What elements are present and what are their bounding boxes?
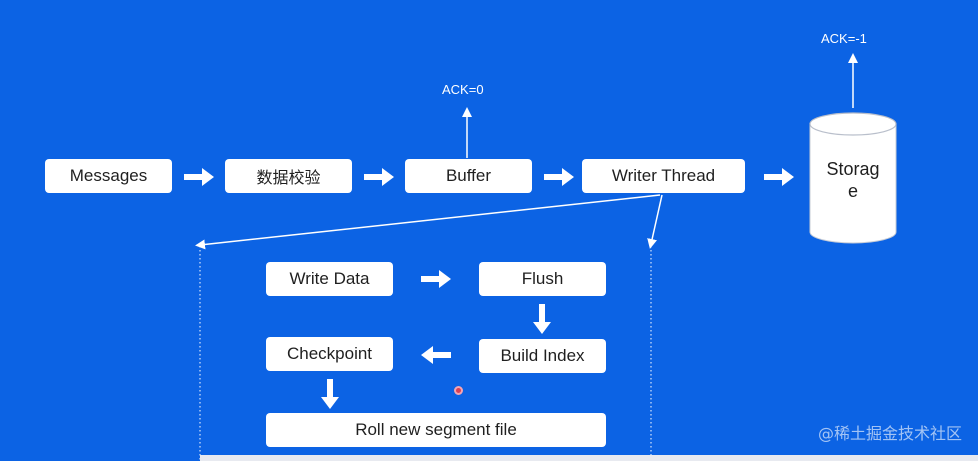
write-data-label: Write Data	[289, 269, 370, 288]
storage-cylinder	[809, 112, 897, 244]
storage-label: Storag e	[810, 158, 896, 202]
storage-label-line2: e	[847, 181, 858, 201]
roll-segment-label: Roll new segment file	[355, 420, 517, 439]
buffer-label: Buffer	[445, 166, 492, 185]
build-index-label: Build Index	[500, 346, 585, 365]
arrow-buildindex-to-checkpoint	[421, 346, 451, 364]
ack-buffer-label: ACK=0	[442, 82, 484, 97]
ack-storage-label: ACK=-1	[821, 31, 867, 46]
write-data-node: Write Data	[266, 262, 393, 296]
expand-line-right	[647, 194, 663, 249]
messages-label: Messages	[69, 166, 148, 185]
validation-label: 数据校验	[256, 168, 321, 187]
bottom-strip	[200, 455, 978, 461]
arrow-buffer-to-writer	[544, 168, 574, 186]
roll-segment-node: Roll new segment file	[266, 413, 606, 447]
expand-line-left	[195, 194, 661, 250]
writer-thread-label: Writer Thread	[611, 166, 716, 185]
messages-node: Messages	[45, 159, 172, 193]
checkpoint-label: Checkpoint	[286, 344, 373, 363]
arrow-writer-to-storage	[764, 168, 794, 186]
pointer-dot	[454, 386, 463, 395]
writer-thread-node: Writer Thread	[582, 159, 745, 193]
buffer-node: Buffer	[405, 159, 532, 193]
watermark-label: @稀土掘金技术社区	[817, 424, 962, 443]
arrow-messages-to-validation	[184, 168, 214, 186]
flush-node: Flush	[479, 262, 606, 296]
arrow-writedata-to-flush	[421, 270, 451, 288]
checkpoint-node: Checkpoint	[266, 337, 393, 371]
validation-node: 数据校验	[225, 159, 352, 193]
storage-label-line1: Storag	[826, 159, 880, 179]
flush-label: Flush	[521, 269, 564, 288]
arrow-checkpoint-to-roll	[321, 379, 339, 409]
arrow-flush-to-buildindex	[533, 304, 551, 334]
build-index-node: Build Index	[479, 339, 606, 373]
arrow-validation-to-buffer	[364, 168, 394, 186]
